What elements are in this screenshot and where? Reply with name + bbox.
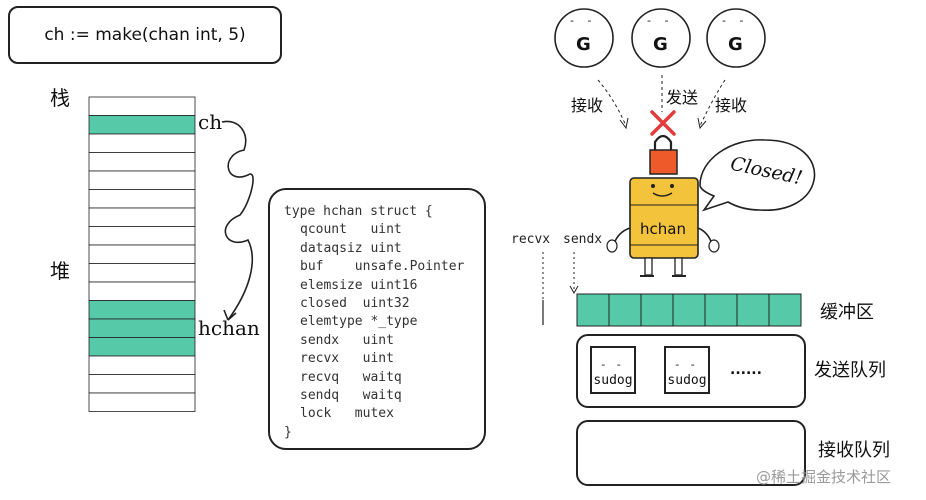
memory-cell bbox=[88, 207, 196, 227]
memory-cell bbox=[88, 96, 196, 116]
queue-ellipsis: ...... bbox=[730, 362, 762, 378]
send-queue-box: - - sudog - - sudog ...... bbox=[576, 334, 806, 408]
left-arrowhead bbox=[619, 117, 629, 130]
send-queue-label: 发送队列 bbox=[814, 360, 886, 381]
buffer-cell bbox=[768, 293, 802, 327]
sudog-label: sudog bbox=[667, 373, 707, 388]
buffer bbox=[576, 293, 802, 327]
hchan-mascot bbox=[606, 177, 720, 277]
ch-label: ch bbox=[198, 110, 223, 134]
buffer-cell bbox=[704, 293, 738, 327]
goroutine-right-eyes: - - bbox=[722, 14, 749, 27]
memory-cell bbox=[88, 226, 196, 246]
memory-cell bbox=[88, 189, 196, 209]
sudog-eyes: - - bbox=[675, 358, 699, 371]
pointer-arrowhead bbox=[223, 309, 237, 321]
heap-label: 堆 bbox=[50, 259, 70, 283]
struct-field: closed uint32 bbox=[300, 295, 410, 311]
goroutine-middle-letter: G bbox=[653, 34, 668, 55]
memory-cell-used bbox=[88, 318, 196, 338]
recvx-label: recvx bbox=[511, 232, 551, 247]
sudog-label: sudog bbox=[593, 373, 633, 388]
speech-bubble bbox=[699, 139, 816, 212]
struct-field: dataqsiz uint bbox=[300, 240, 402, 256]
memory-cell bbox=[88, 170, 196, 190]
goroutine-middle-eyes: - - bbox=[647, 14, 674, 27]
memory-cell bbox=[88, 374, 196, 394]
goroutine-left-eyes: - - bbox=[570, 14, 597, 27]
memory-cell bbox=[88, 355, 196, 375]
receive-label-right: 接收 bbox=[715, 96, 748, 115]
buffer-cell bbox=[672, 293, 706, 327]
goroutine-middle bbox=[631, 8, 691, 68]
recv-queue-label: 接收队列 bbox=[818, 440, 890, 461]
sudog-1: - - sudog bbox=[590, 346, 636, 394]
pointer-curve bbox=[221, 120, 254, 321]
memory-rows bbox=[88, 96, 196, 412]
sendx-label: sendx bbox=[563, 232, 603, 247]
memory-cell bbox=[88, 263, 196, 283]
goroutine-right-letter: G bbox=[728, 34, 743, 55]
hchan-struct-box: type hchan struct { qcount uint dataqsiz… bbox=[268, 188, 486, 450]
goroutine-right bbox=[706, 8, 766, 68]
buffer-label: 缓冲区 bbox=[820, 302, 874, 323]
struct-field: qcount uint bbox=[300, 222, 402, 238]
sudog-2: - - sudog bbox=[664, 346, 710, 394]
buffer-cell bbox=[576, 293, 610, 327]
receive-label-left: 接收 bbox=[571, 96, 604, 115]
struct-field: elemtype *_type bbox=[300, 314, 418, 330]
struct-field: lock mutex bbox=[300, 406, 394, 422]
right-arrowhead bbox=[697, 117, 707, 130]
goroutine-left-letter: G bbox=[576, 34, 591, 55]
struct-field: recvq waitq bbox=[300, 369, 402, 385]
blocked-cross bbox=[650, 110, 676, 136]
code-snippet: ch := make(chan int, 5) bbox=[44, 25, 246, 45]
memory-cell bbox=[88, 244, 196, 264]
sudog-eyes: - - bbox=[601, 358, 625, 371]
memory-cell bbox=[88, 392, 196, 412]
left-goroutine-arrow bbox=[597, 79, 627, 127]
struct-field: buf unsafe.Pointer bbox=[300, 259, 465, 275]
goroutine-left bbox=[554, 8, 614, 68]
struct-header: type hchan struct { bbox=[284, 204, 433, 219]
memory-cell bbox=[88, 281, 196, 301]
memory-cell bbox=[88, 152, 196, 172]
struct-field: recvx uint bbox=[300, 351, 394, 367]
lock-icon bbox=[649, 134, 678, 175]
memory-cell-used bbox=[88, 337, 196, 357]
struct-field: sendx uint bbox=[300, 332, 394, 348]
code-snippet-box: ch := make(chan int, 5) bbox=[8, 6, 282, 64]
stack-label: 栈 bbox=[50, 86, 70, 110]
memory-cell-used bbox=[88, 115, 196, 135]
right-goroutine-arrow bbox=[699, 79, 726, 127]
struct-field: sendq waitq bbox=[300, 387, 402, 403]
mascot-label: hchan bbox=[640, 220, 686, 238]
struct-footer: } bbox=[284, 424, 292, 440]
buffer-cell bbox=[640, 293, 674, 327]
struct-field: elemsize uint16 bbox=[300, 277, 418, 293]
memory-cell-used bbox=[88, 300, 196, 320]
watermark: @稀土掘金技术社区 bbox=[756, 468, 892, 486]
hchan-label: hchan bbox=[198, 316, 260, 340]
recv-queue-box bbox=[576, 420, 806, 486]
buffer-cell bbox=[736, 293, 770, 327]
send-label: 发送 bbox=[666, 88, 699, 107]
sendx-arrowhead bbox=[569, 285, 579, 295]
buffer-cell bbox=[608, 293, 642, 327]
memory-cell bbox=[88, 133, 196, 153]
